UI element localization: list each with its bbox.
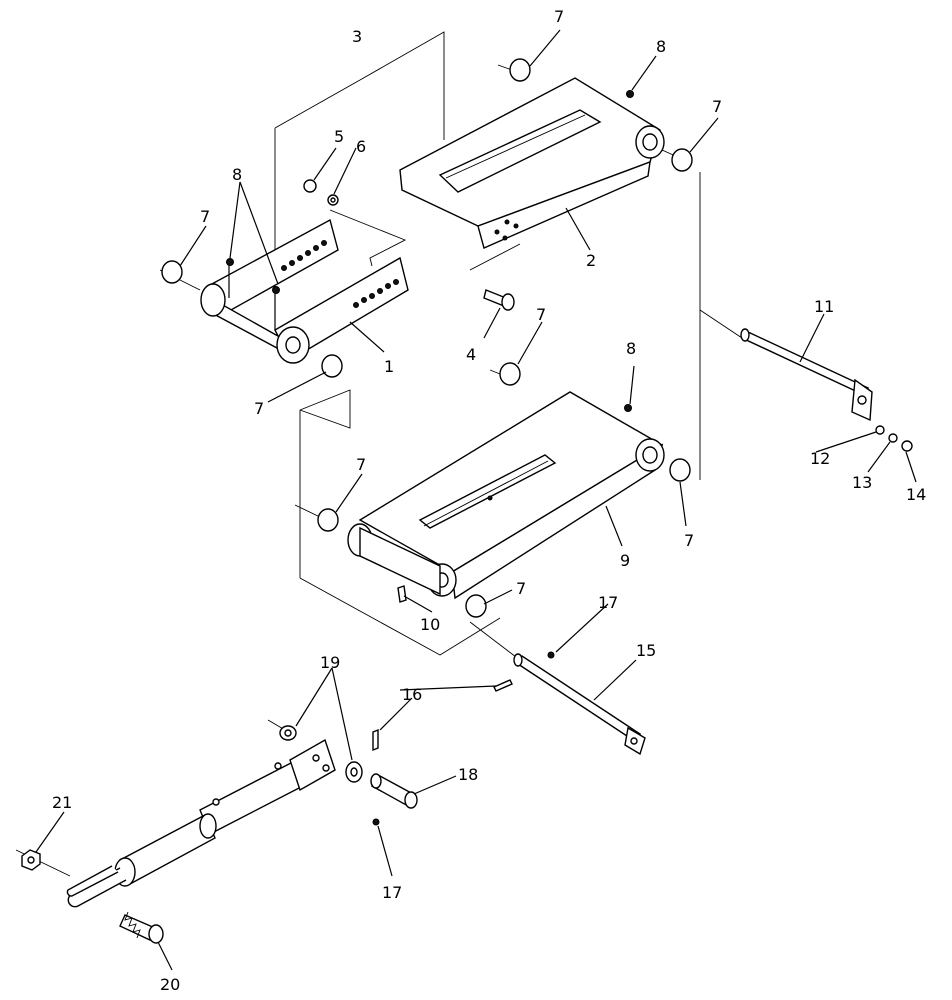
callout-9: 9 bbox=[620, 551, 630, 570]
callout-7: 7 bbox=[516, 579, 526, 598]
callout-12: 12 bbox=[810, 449, 830, 468]
part-11-rod bbox=[740, 328, 873, 422]
part-18-pin bbox=[370, 773, 418, 809]
callout-8: 8 bbox=[626, 339, 636, 358]
callout-5: 5 bbox=[334, 127, 344, 146]
callout-7: 7 bbox=[712, 97, 722, 116]
callout-18: 18 bbox=[458, 765, 478, 784]
callout-15: 15 bbox=[636, 641, 656, 660]
callout-13: 13 bbox=[852, 473, 872, 492]
callout-16: 16 bbox=[402, 685, 422, 704]
leader-lines bbox=[35, 29, 917, 971]
callout-1: 1 bbox=[384, 357, 394, 376]
callout-labels: 7 8 3 7 5 6 8 7 2 11 7 8 4 1 7 12 7 13 1… bbox=[52, 7, 926, 994]
callout-2: 2 bbox=[586, 251, 596, 270]
callout-17: 17 bbox=[382, 883, 402, 902]
callout-7: 7 bbox=[356, 455, 366, 474]
callout-19: 19 bbox=[320, 653, 340, 672]
callout-6: 6 bbox=[356, 137, 366, 156]
callout-8: 8 bbox=[232, 165, 242, 184]
callout-7: 7 bbox=[200, 207, 210, 226]
callout-10: 10 bbox=[420, 615, 440, 634]
callout-7: 7 bbox=[536, 305, 546, 324]
callout-4: 4 bbox=[466, 345, 476, 364]
callout-14: 14 bbox=[906, 485, 926, 504]
callout-7: 7 bbox=[554, 7, 564, 26]
callout-7: 7 bbox=[254, 399, 264, 418]
callout-7: 7 bbox=[684, 531, 694, 550]
hardware-parts bbox=[21, 58, 913, 871]
part-2-upper-bracket bbox=[399, 77, 665, 249]
callout-17: 17 bbox=[598, 593, 618, 612]
part-15-pin bbox=[513, 653, 646, 756]
callout-3: 3 bbox=[352, 27, 362, 46]
callout-21: 21 bbox=[52, 793, 72, 812]
part-9-lower-carriage bbox=[347, 391, 665, 600]
callout-8: 8 bbox=[656, 37, 666, 56]
part-1-left-yoke bbox=[200, 218, 409, 364]
callout-20: 20 bbox=[160, 975, 180, 994]
callout-11: 11 bbox=[814, 297, 834, 316]
cylinder-assembly bbox=[66, 738, 336, 944]
